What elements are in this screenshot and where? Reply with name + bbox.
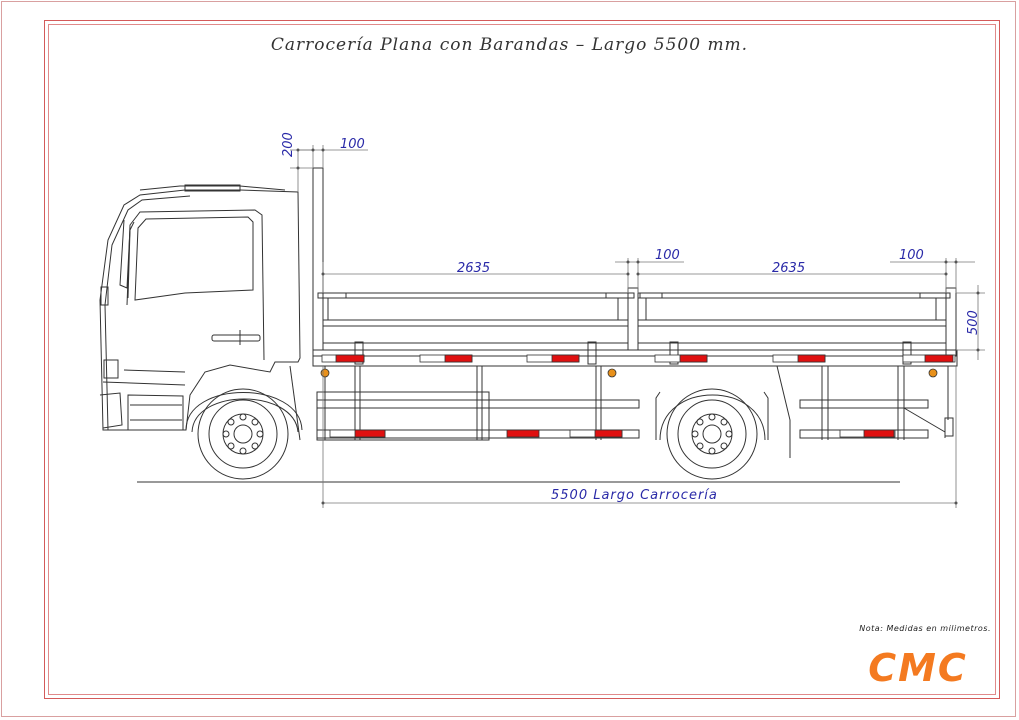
latch xyxy=(587,341,597,365)
dim-side-height: 500 xyxy=(966,310,981,335)
dimension-lines xyxy=(290,145,985,508)
dimension-ticks xyxy=(296,148,980,505)
cmc-logo: CMC xyxy=(868,648,968,688)
dim-front-gate-length: 2635 xyxy=(457,261,490,276)
measurement-note: Nota: Medidas en milimetros. xyxy=(859,624,991,633)
latch xyxy=(669,341,679,365)
chassis xyxy=(289,349,958,458)
dim-post-width: 100 xyxy=(340,137,365,152)
sheet-inner-border xyxy=(44,20,1000,699)
dim-rear-post: 100 xyxy=(899,248,924,263)
side-markers xyxy=(320,368,938,378)
front-side-gate xyxy=(317,292,635,351)
dim-post-height: 200 xyxy=(281,132,296,157)
cab xyxy=(99,184,303,433)
front-wheel xyxy=(197,388,289,480)
drawing-title: Carrocería Plana con Barandas – Largo 55… xyxy=(270,35,749,55)
middle-post xyxy=(627,287,639,351)
rear-wheel xyxy=(655,388,769,480)
dim-body-length: 5500 Largo Carrocería xyxy=(551,488,718,503)
reflectors xyxy=(321,354,956,438)
latch xyxy=(354,341,364,365)
latch xyxy=(902,341,912,365)
svg-text:CMC: CMC xyxy=(868,648,968,688)
rear-side-gate xyxy=(637,287,957,357)
sheet-inner-border-2 xyxy=(48,24,996,695)
dim-rear-gate-length: 2635 xyxy=(772,261,805,276)
dim-gap-middle: 100 xyxy=(655,248,680,263)
front-post xyxy=(312,167,324,351)
